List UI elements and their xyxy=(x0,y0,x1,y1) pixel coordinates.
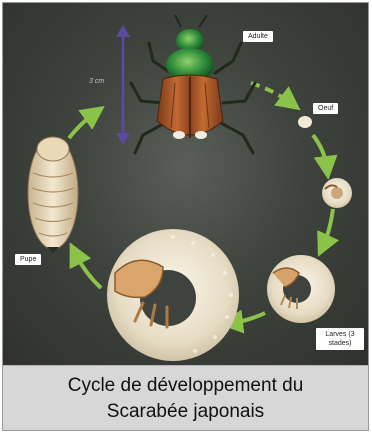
figure-frame: 3 cm Adulte Oeuf Pupe Larves (3 stades) … xyxy=(2,2,369,431)
egg-label: Oeuf xyxy=(313,103,338,114)
scale-label: 3 cm xyxy=(89,78,104,85)
life-cycle-diagram: 3 cm Adulte Oeuf Pupe Larves (3 stades) xyxy=(3,3,368,365)
pupa-label: Pupe xyxy=(15,254,41,265)
pupa xyxy=(28,137,78,253)
figure-caption: Cycle de développement du Scarabée japon… xyxy=(3,365,368,431)
adult-beetle xyxy=(131,15,255,153)
life-cycle-drawing xyxy=(3,3,368,365)
scale-bar xyxy=(116,25,130,145)
caption-text: Cycle de développement du Scarabée japon… xyxy=(36,373,336,425)
larva-stage-1 xyxy=(322,178,352,208)
egg xyxy=(298,116,312,128)
larva-stage-3 xyxy=(107,229,239,361)
larvae-label: Larves (3 stades) xyxy=(316,328,364,350)
adult-label: Adulte xyxy=(243,31,273,42)
larva-stage-2 xyxy=(267,255,335,323)
